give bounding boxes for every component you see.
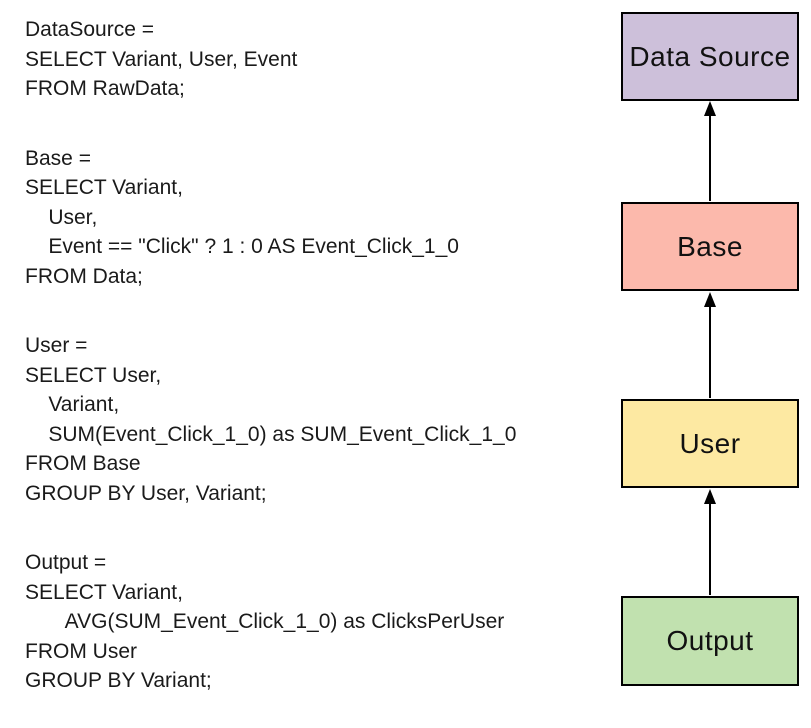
code-line: FROM Base	[25, 452, 141, 475]
code-line: SELECT User,	[25, 363, 162, 387]
node-output: Output	[621, 596, 799, 686]
code-line: FROM Data;	[25, 264, 143, 288]
code-line: DataSource =	[25, 18, 154, 41]
code-line: Output =	[25, 551, 107, 574]
arrow-output-to-user	[704, 489, 716, 595]
node-data-source: Data Source	[621, 12, 799, 101]
code-line: SELECT Variant,	[25, 176, 183, 199]
code-block-output: Output = SELECT Variant, AVG(SUM_Event_C…	[25, 548, 600, 696]
code-line: SELECT Variant, User, Event	[25, 47, 298, 71]
code-line: Base =	[25, 146, 91, 170]
query-code-panel: DataSource = SELECT Variant, User, Event…	[25, 15, 600, 696]
node-base: Base	[621, 202, 799, 291]
node-base-label: Base	[677, 230, 743, 262]
code-block-user: User = SELECT User, Variant, SUM(Event_C…	[25, 331, 600, 508]
code-block-base: Base = SELECT Variant, User, Event == "C…	[25, 144, 600, 292]
code-line: SUM(Event_Click_1_0) as SUM_Event_Click_…	[25, 422, 517, 446]
node-user-label: User	[679, 427, 741, 459]
arrow-base-to-datasource	[704, 101, 716, 201]
code-line: FROM RawData;	[25, 77, 185, 100]
code-line: GROUP BY Variant;	[25, 669, 212, 692]
code-line: User,	[25, 205, 98, 229]
arrow-user-to-base	[704, 292, 716, 398]
code-line: User =	[25, 334, 88, 357]
code-block-datasource: DataSource = SELECT Variant, User, Event…	[25, 15, 600, 104]
code-line: GROUP BY User, Variant;	[25, 481, 267, 505]
node-data-source-label: Data Source	[629, 40, 791, 72]
node-user: User	[621, 399, 799, 488]
code-line: AVG(SUM_Event_Click_1_0) as ClicksPerUse…	[25, 610, 505, 633]
node-output-label: Output	[666, 625, 754, 656]
code-line: Variant,	[25, 393, 120, 416]
code-line: FROM User	[25, 639, 137, 663]
code-line: SELECT Variant,	[25, 580, 183, 604]
code-line: Event == "Click" ? 1 : 0 AS Event_Click_…	[25, 235, 459, 258]
